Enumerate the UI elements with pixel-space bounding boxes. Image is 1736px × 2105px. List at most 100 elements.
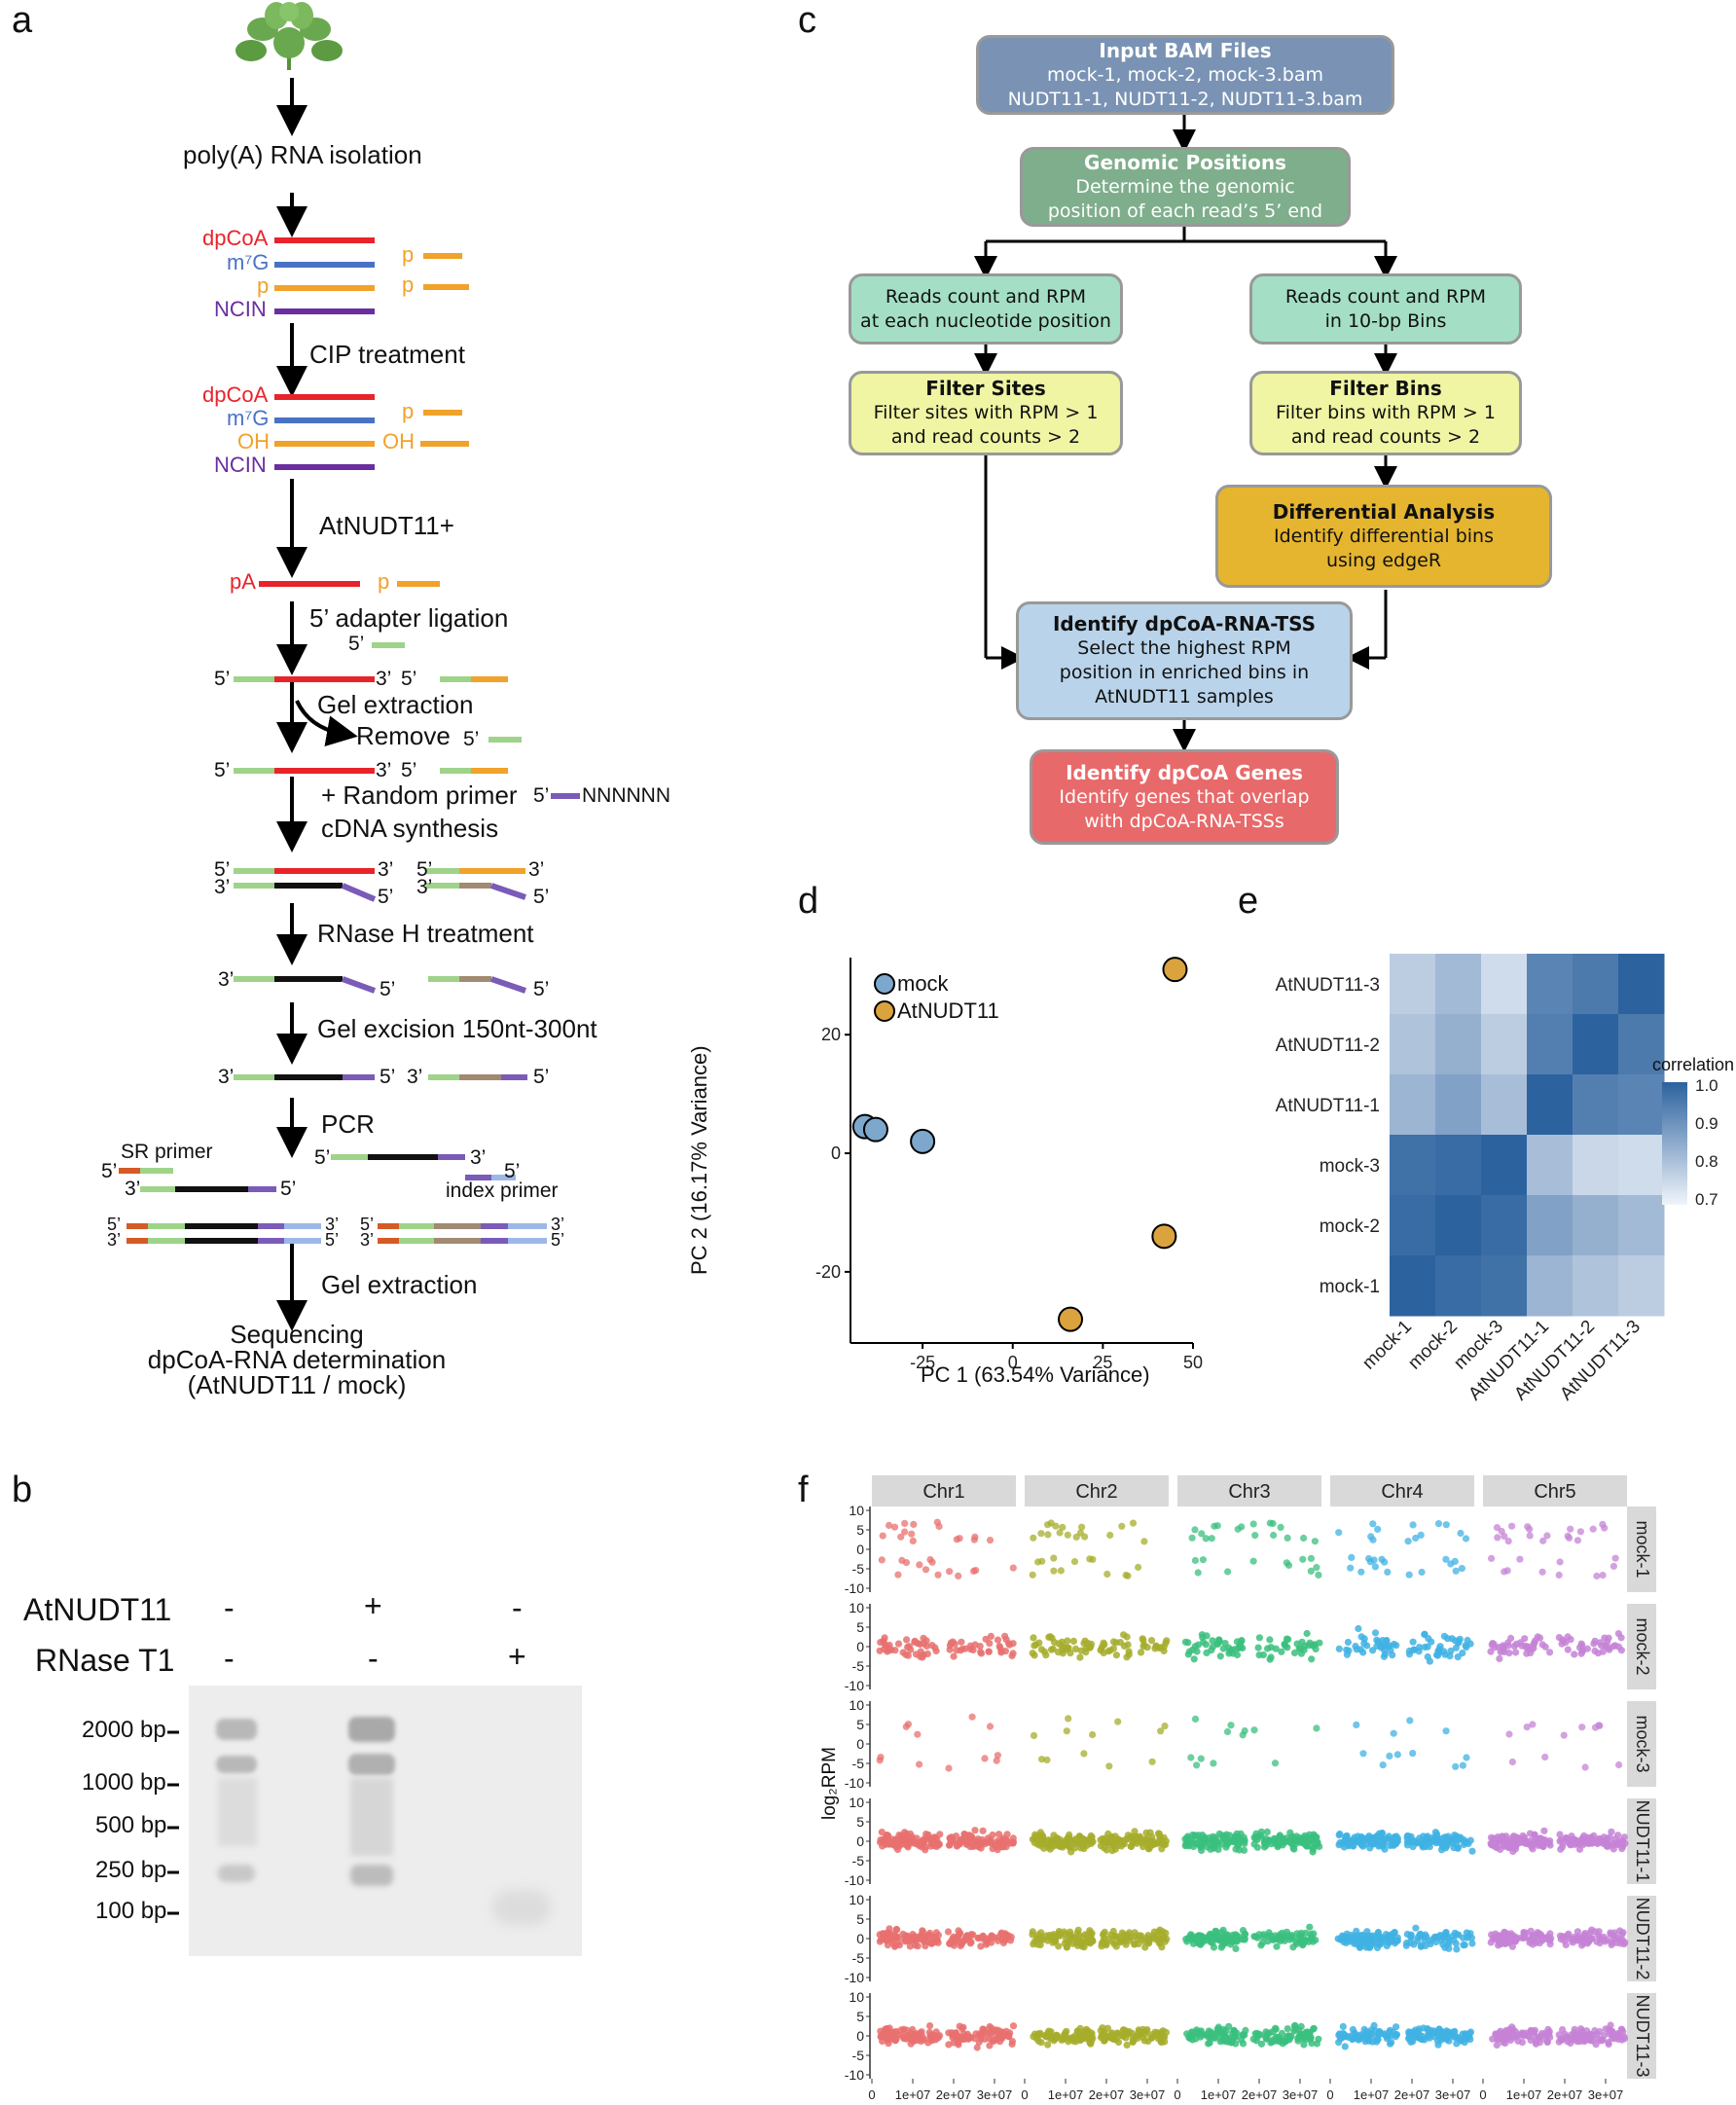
facet-point xyxy=(1445,1940,1453,1947)
facet-point xyxy=(1300,1534,1308,1542)
heatmap-cell xyxy=(1390,1014,1436,1075)
facet-ylabel: log₂RPM xyxy=(819,1747,840,1820)
facet-point xyxy=(1224,1568,1232,1576)
facet-point xyxy=(1148,1758,1156,1765)
facet-point xyxy=(1143,1840,1151,1848)
label-index-primer: index primer xyxy=(446,1180,559,1202)
heatmap-cell xyxy=(1527,1074,1573,1136)
facet-point xyxy=(1198,1631,1206,1639)
facet-point xyxy=(1194,1641,1202,1649)
facet-point xyxy=(1251,1532,1259,1540)
facet-point xyxy=(1313,1564,1320,1572)
facet-point xyxy=(1592,2041,1600,2049)
label-5prime: 5’ xyxy=(214,759,231,781)
facet-point xyxy=(1423,1933,1430,1941)
facet-point xyxy=(1344,1936,1352,1943)
facet-x-tick-label: 0 xyxy=(1479,2087,1486,2102)
facet-point xyxy=(903,1841,911,1849)
label-5prime: 5’ xyxy=(360,1215,375,1234)
facet-point xyxy=(1461,1942,1468,1949)
facet-point xyxy=(1600,1840,1608,1848)
facet-point xyxy=(1386,1752,1393,1760)
facet-y-tick-label: 10 xyxy=(849,1600,864,1615)
facet-point xyxy=(1040,1844,1048,1852)
box-tss-line: Select the highest RPM xyxy=(1077,637,1291,659)
heatmap-cell xyxy=(1527,954,1573,1015)
facet-point xyxy=(1427,1940,1434,1948)
facet-point xyxy=(1342,2032,1350,2040)
facet-point xyxy=(1184,1651,1192,1658)
step-remove: Remove xyxy=(356,721,451,750)
facet-point xyxy=(1112,1651,1120,1659)
heatmap-cell xyxy=(1435,1014,1482,1075)
facet-point xyxy=(1030,1534,1037,1542)
facet-point xyxy=(1353,1721,1360,1728)
facet-point xyxy=(1522,1839,1530,1847)
facet-point xyxy=(917,1648,924,1655)
facet-point xyxy=(877,1639,885,1647)
label-5prime: 5’ xyxy=(107,1215,122,1234)
facet-point xyxy=(911,1638,919,1646)
facet-point xyxy=(1194,1569,1202,1577)
facet-point xyxy=(1576,1528,1584,1536)
facet-point xyxy=(934,1931,943,1940)
facet-point xyxy=(903,2033,911,2041)
facet-point xyxy=(1555,1571,1563,1579)
label-5prime: 5’ xyxy=(533,784,550,807)
facet-strip-row xyxy=(1627,1604,1656,1689)
step-cdna: cDNA synthesis xyxy=(321,814,499,843)
facet-point xyxy=(1543,1532,1551,1540)
facet-point xyxy=(1487,1648,1495,1655)
facet-point xyxy=(1104,1648,1112,1655)
facet-y-tick-label: -5 xyxy=(852,1561,865,1577)
heatmap-cell xyxy=(1573,1074,1619,1136)
facet-point xyxy=(925,2028,933,2036)
facet-strip-col xyxy=(1483,1475,1627,1506)
facet-point xyxy=(949,1638,957,1646)
facet-point xyxy=(964,1936,972,1943)
ladder-500: 500 bp xyxy=(95,1812,167,1838)
facet-point xyxy=(1311,1842,1319,1850)
heatmap-row-label: AtNUDT11-3 xyxy=(1276,975,1380,996)
facet-point xyxy=(1292,1939,1300,1946)
facet-point xyxy=(1047,1646,1056,1653)
facet-point xyxy=(1560,1934,1568,1942)
facet-point xyxy=(1044,2033,1052,2041)
facet-y-tick-label: 5 xyxy=(856,1717,864,1732)
facet-y-tick-label: 0 xyxy=(856,1833,864,1849)
facet-point xyxy=(1376,1941,1384,1948)
ladder-ticks xyxy=(167,1730,179,1915)
facet-y-tick-label: -10 xyxy=(845,1970,864,1985)
facet-point xyxy=(1218,1832,1226,1839)
facet-point xyxy=(894,1571,902,1579)
facet-point xyxy=(950,2032,958,2040)
facet-point xyxy=(1497,1648,1504,1656)
facet-point xyxy=(1455,1638,1463,1646)
facet-point xyxy=(1442,1555,1450,1563)
facet-point xyxy=(1080,1943,1088,1951)
facet-point xyxy=(1307,1554,1315,1562)
facet-point xyxy=(1539,1537,1547,1544)
facet-point xyxy=(1139,1643,1147,1651)
step-random-primer: + Random primer xyxy=(321,780,518,810)
facet-point xyxy=(1226,1832,1234,1839)
facet-point xyxy=(1037,1530,1045,1538)
facet-point xyxy=(903,1636,911,1644)
facet-point xyxy=(1595,1722,1603,1729)
facet-point xyxy=(1070,2035,1078,2043)
facet-point xyxy=(1507,1634,1515,1642)
facet-y-tick-label: 10 xyxy=(849,1892,864,1907)
facet-point xyxy=(1029,1928,1036,1936)
box-reads-nt-line: at each nucleotide position xyxy=(860,309,1111,332)
facet-point xyxy=(1459,1934,1467,1942)
facet-point xyxy=(1529,1721,1537,1728)
facet-point xyxy=(967,1931,975,1939)
facet-point xyxy=(1496,1654,1503,1662)
facet-point xyxy=(1366,1558,1374,1566)
facet-point xyxy=(1264,1938,1272,1945)
facet-strip-row xyxy=(1627,1993,1656,2079)
facet-strip-row xyxy=(1627,1506,1656,1592)
facet-point xyxy=(1299,1942,1307,1949)
facet-point xyxy=(1504,1538,1512,1545)
facet-point xyxy=(919,1653,926,1661)
